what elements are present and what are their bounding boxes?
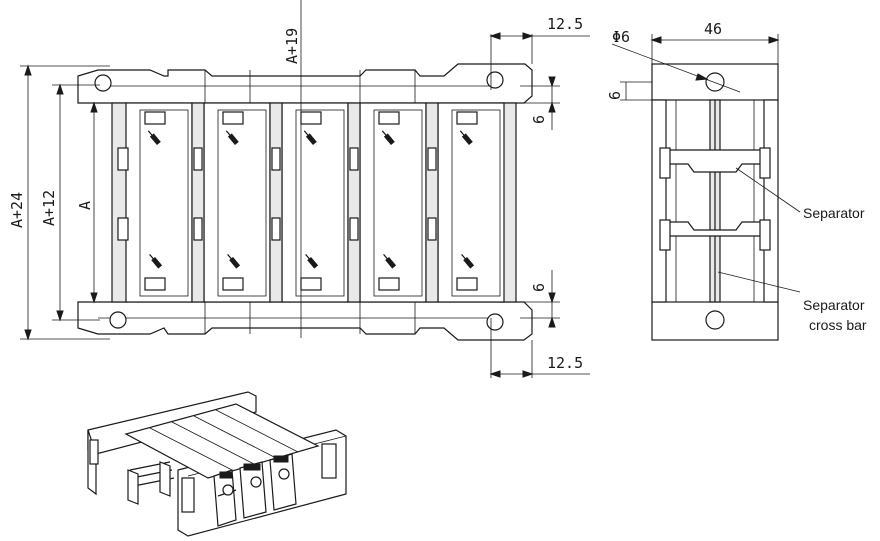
side-view-labels: 46 Φ6 6 Separator Separator cross bar: [606, 20, 867, 333]
dim-bottom-offset: 6: [530, 283, 548, 292]
side-top-hole: [705, 72, 725, 92]
crossbar-leader: [717, 271, 801, 293]
front-view-dimensions: [20, 32, 590, 378]
separator-leader: [735, 167, 801, 213]
dim-outer-height: A+24: [8, 192, 26, 228]
separator-cross-bar-label-line2: cross bar: [809, 317, 867, 333]
dim-bottom-width: 12.5: [547, 354, 583, 372]
separator-label: Separator: [803, 205, 865, 221]
front-view-dimension-labels: A+24 A+12 A A+19 12.5 12.5 6 6: [8, 15, 583, 372]
dim-top-offset: 6: [530, 115, 548, 124]
dim-side-width: 46: [704, 20, 722, 38]
dim-center-height: A+19: [283, 28, 301, 64]
top-left-hole: [94, 74, 112, 92]
dim-hole-diameter: Φ6: [612, 28, 630, 46]
dim-inner-height: A: [76, 201, 94, 210]
separator-cross-bar-label-line1: Separator: [803, 297, 865, 313]
separator-plates: [117, 102, 505, 303]
side-upper-crossbar: [665, 149, 765, 173]
bottom-right-hole: [486, 313, 504, 331]
front-view: [77, 0, 533, 341]
bottom-flange: [77, 301, 533, 341]
side-lower-crossbar: [665, 221, 765, 237]
isometric-view: [87, 391, 347, 537]
lock-icons: [147, 130, 475, 269]
side-view: [651, 63, 779, 341]
side-bottom-hole: [705, 310, 725, 330]
top-right-hole: [486, 71, 504, 89]
side-view-dimensions: [611, 34, 801, 293]
top-flange: [77, 63, 533, 104]
latch-clips: [144, 111, 478, 291]
dim-top-width: 12.5: [547, 15, 583, 33]
dim-mid-height: A+12: [40, 190, 58, 226]
dim-side-offset: 6: [606, 91, 624, 100]
bottom-left-hole: [109, 311, 127, 329]
